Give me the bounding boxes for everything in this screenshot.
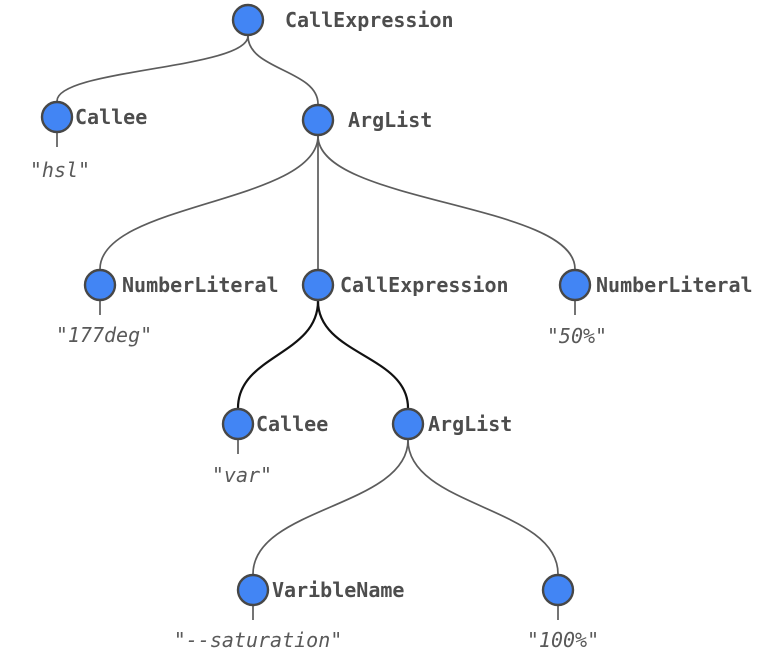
value-fallback-value: "100%" [527, 628, 599, 652]
node-labels: CallExpression Callee ArgList NumberLite… [75, 8, 753, 602]
label-arg-list-outer: ArgList [348, 108, 432, 132]
label-arg-list-inner: ArgList [428, 412, 512, 436]
node-callee-inner-circle [221, 407, 255, 441]
value-callee-inner: "var" [212, 463, 272, 487]
edge-arglist-outer-to-number-literal-left [99, 135, 319, 270]
node-arg-list-inner-circle [391, 407, 425, 441]
label-call-expression-root: CallExpression [285, 8, 454, 32]
edge-arglist-inner-to-varible-name [252, 439, 409, 575]
node-callee-outer-circle [40, 100, 74, 134]
node-number-literal-right-circle [558, 268, 592, 302]
value-varible-name: "--saturation" [174, 628, 343, 652]
edge-call-expression-inner-to-arglist-inner [316, 300, 410, 409]
edge-root-to-arglist-outer [247, 35, 319, 105]
label-callee-inner: Callee [256, 412, 328, 436]
label-number-literal-right: NumberLiteral [596, 273, 753, 297]
value-callee-outer: "hsl" [30, 158, 90, 182]
label-number-literal-left: NumberLiteral [122, 273, 279, 297]
node-varible-name-circle [236, 573, 270, 607]
node-arg-list-outer-circle [301, 103, 335, 137]
value-number-literal-right: "50%" [547, 324, 607, 348]
edge-root-to-callee-outer [56, 35, 249, 102]
node-fallback-value-circle [541, 573, 575, 607]
node-number-literal-left-circle [83, 268, 117, 302]
value-number-literal-left: "177deg" [56, 323, 152, 347]
node-values: "hsl" "177deg" "50%" "var" "--saturation… [30, 158, 607, 652]
node-call-expression-root-circle [231, 3, 265, 37]
edge-arglist-inner-to-fallback-value [407, 439, 559, 575]
label-call-expression-inner: CallExpression [340, 273, 509, 297]
label-varible-name: VaribleName [272, 578, 404, 602]
label-callee-outer: Callee [75, 105, 147, 129]
edges [56, 35, 576, 575]
leaf-ticks [56, 132, 576, 620]
nodes [40, 3, 592, 607]
node-call-expression-inner-circle [301, 268, 335, 302]
edge-arglist-outer-to-number-literal-right [317, 135, 576, 270]
edge-call-expression-inner-to-callee-inner [236, 300, 320, 409]
